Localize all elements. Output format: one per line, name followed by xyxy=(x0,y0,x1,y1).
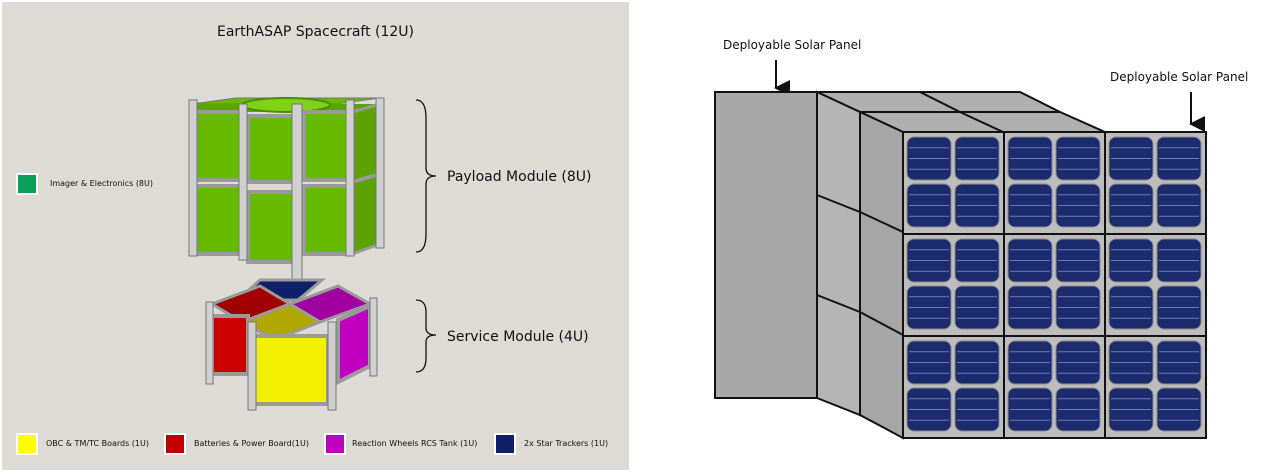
legend-swatch-imager xyxy=(16,173,38,195)
legend-label-reaction-wheels: Reaction Wheels RCS Tank (1U) xyxy=(352,439,478,448)
callout-right-solar-panel: Deployable Solar Panel xyxy=(1110,70,1249,84)
legend-swatch-star-trackers xyxy=(494,433,516,455)
legend-swatch-batteries xyxy=(164,433,186,455)
payload-module-label: Payload Module (8U) xyxy=(447,169,592,185)
spacecraft-panel: EarthASAP Spacecraft (12U) Imager & Elec… xyxy=(2,2,629,470)
payload-module-graphic xyxy=(188,97,385,285)
legend-swatch-obc xyxy=(16,433,38,455)
legend-label-imager: Imager & Electronics (8U) xyxy=(50,179,153,188)
imager-aperture xyxy=(241,97,331,113)
legend-label-obc: OBC & TM/TC Boards (1U) xyxy=(46,439,149,448)
service-brace xyxy=(415,299,437,373)
spacecraft-title: EarthASAP Spacecraft (12U) xyxy=(216,24,415,40)
legend-label-batteries: Batteries & Power Board(1U) xyxy=(194,439,309,448)
legend-swatch-reaction-wheels xyxy=(324,433,346,455)
payload-brace xyxy=(415,99,437,253)
legend-label-star-trackers: 2x Star Trackers (1U) xyxy=(524,439,609,448)
solar-cells xyxy=(906,136,1202,432)
solar-array-front xyxy=(902,131,1207,439)
service-module-label: Service Module (4U) xyxy=(447,329,589,345)
callout-left-solar-panel: Deployable Solar Panel xyxy=(723,38,862,52)
solar-panel-graphic xyxy=(714,60,1207,440)
service-module-graphic xyxy=(205,278,378,411)
left-deployable-panel xyxy=(714,91,818,399)
